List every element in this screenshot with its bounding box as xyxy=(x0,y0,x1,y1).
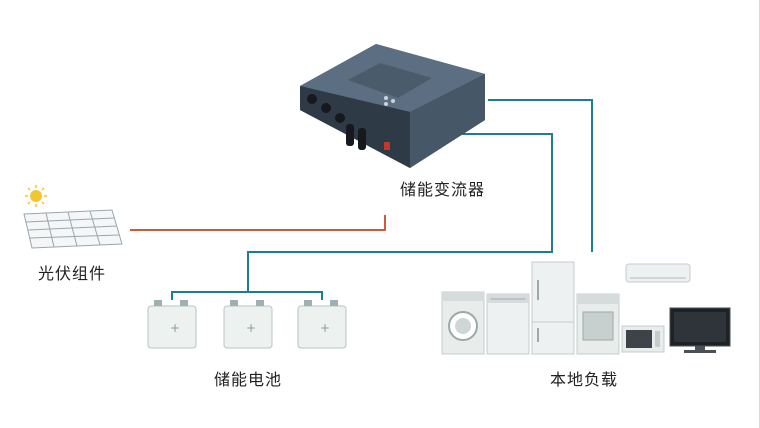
washing-machine-icon xyxy=(441,291,485,355)
microwave-icon xyxy=(621,325,665,353)
sun-icon xyxy=(25,185,47,207)
oven-icon xyxy=(576,293,620,355)
load-connection-line-lower xyxy=(247,133,553,292)
air-conditioner-icon xyxy=(625,263,691,283)
pv-connection-line xyxy=(130,215,386,231)
battery-icon: + + + xyxy=(147,300,347,349)
pv-label: 光伏组件 xyxy=(38,264,107,283)
inverter-label: 储能变流器 xyxy=(400,180,486,199)
battery-bus-line xyxy=(171,291,323,300)
refrigerator-icon xyxy=(531,261,575,355)
svg-text:+: + xyxy=(170,321,180,335)
television-icon xyxy=(669,307,731,353)
svg-text:+: + xyxy=(320,321,330,335)
load-connection-line-upper xyxy=(488,99,593,252)
inverter-icon xyxy=(300,44,485,168)
battery-label: 储能电池 xyxy=(214,370,283,389)
solar-panel-icon xyxy=(23,209,123,249)
svg-text:+: + xyxy=(246,321,256,335)
load-label: 本地负载 xyxy=(550,370,619,389)
dishwasher-icon xyxy=(486,293,530,355)
